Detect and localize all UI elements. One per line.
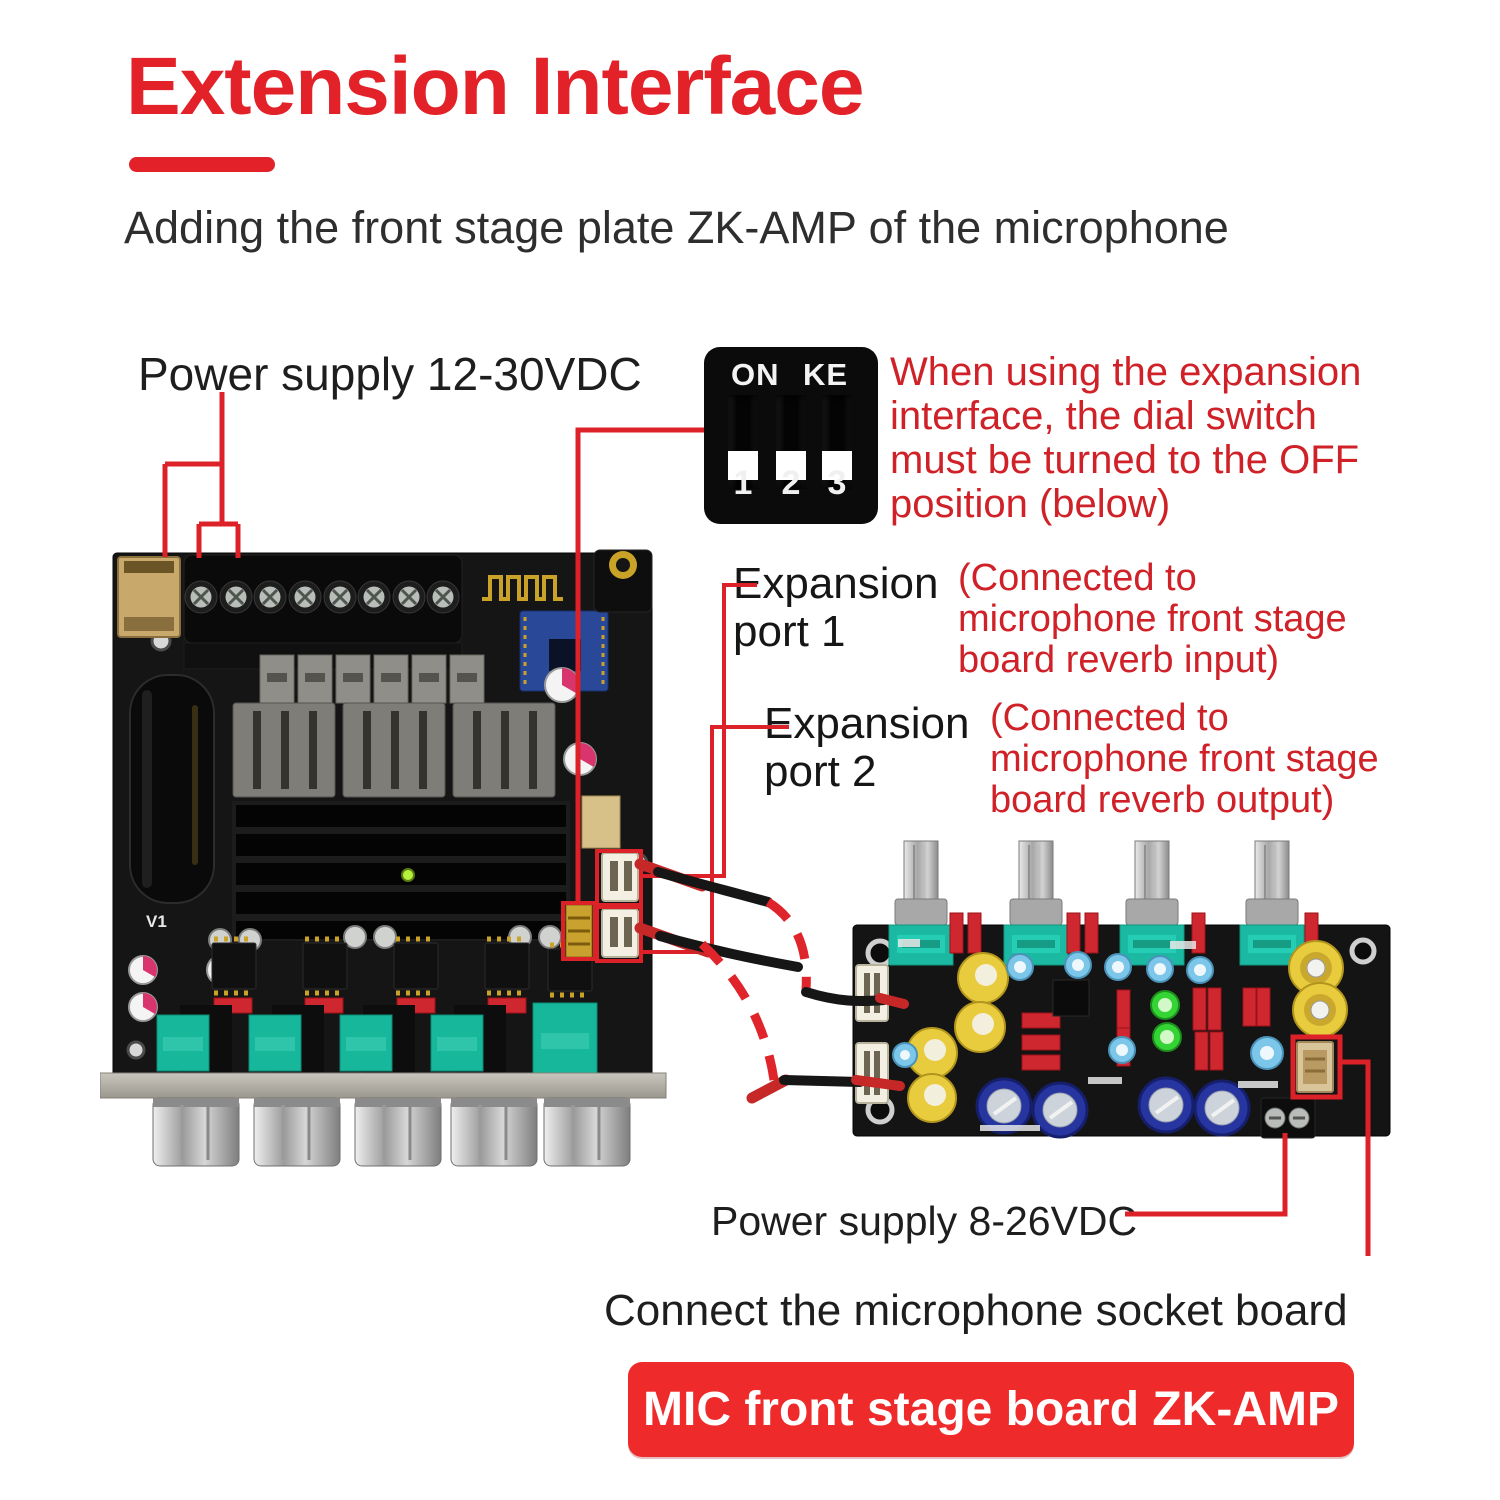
reverb-input-connector [855, 964, 889, 1022]
expansion-port-1-label-line: Expansion [733, 559, 939, 608]
expansion-port-2-label-line: Expansion [764, 699, 970, 748]
dip-on-label: ON [731, 357, 780, 392]
inductor-blocks [232, 702, 556, 798]
expansion-port-2-note-line: board reverb output) [990, 779, 1335, 821]
opamp-ic-row [211, 936, 593, 998]
dip-note-line: When using the expansion [890, 350, 1362, 394]
dip-note: When using the expansion interface, the … [890, 350, 1361, 526]
connection-arc-2 [698, 940, 779, 1081]
mount-hole [126, 1040, 146, 1060]
amplifier-board: V1 [100, 549, 667, 1167]
yellow-capacitors [906, 952, 1009, 1123]
relay-component [581, 795, 621, 849]
expansion-port-1-note: (Connected to microphone front stage boa… [958, 558, 1347, 681]
expansion-header [565, 904, 593, 958]
dsp-chip [1052, 979, 1090, 1017]
dip-note-line: interface, the dial switch [890, 394, 1317, 438]
dip-handle-2 [776, 451, 806, 480]
banner: MIC front stage board ZK-AMP [628, 1362, 1354, 1457]
expansion-port-2-note-line: (Connected to [990, 697, 1229, 739]
expansion-port-1-connector [601, 852, 639, 902]
expansion-port-2-note-line: microphone front stage [990, 738, 1379, 780]
dip-switch: ON KE 1 2 3 [704, 347, 878, 524]
expansion-port-2-connector [601, 908, 639, 958]
mic-socket-connector [1296, 1041, 1334, 1093]
dip-ke-label: KE [803, 357, 849, 392]
dip-note-line: must be turned to the OFF [890, 438, 1360, 482]
silkscreen-marks [898, 939, 1278, 1131]
expansion-port-2-note: (Connected to microphone front stage boa… [990, 698, 1379, 821]
rca-jacks [1288, 940, 1348, 1038]
mount-hole [865, 938, 895, 968]
connection-arc-1 [765, 898, 811, 991]
dip-handle-1 [728, 451, 758, 480]
mosfet-row [259, 654, 485, 704]
expansion-port-1-note-line: board reverb input) [958, 639, 1280, 681]
aux-audio-jack [593, 549, 653, 613]
power-terminal [1260, 1097, 1316, 1139]
dip-number-2: 2 [781, 464, 801, 502]
antenna-trace [482, 575, 563, 601]
mount-hole [1349, 937, 1377, 965]
expansion-port-2-label-line: port 2 [764, 747, 877, 796]
volume-knobs [152, 1097, 631, 1167]
filter-capacitor [129, 674, 215, 904]
blue-capacitors-small [892, 951, 1284, 1070]
panel-bracket [100, 1072, 667, 1099]
expansion-port-1-note-line: (Connected to [958, 557, 1197, 599]
potentiometer-row [156, 1002, 598, 1078]
connect-socket-label: Connect the microphone socket board [604, 1286, 1348, 1335]
expansion-port-1-note-line: microphone front stage [958, 598, 1347, 640]
page-title: Extension Interface [126, 41, 864, 132]
power-supply-main-label: Power supply 12-30VDC [138, 348, 642, 400]
status-led [401, 868, 415, 882]
dip-slot-2 [776, 395, 806, 489]
power-supply-front-label: Power supply 8-26VDC [711, 1198, 1138, 1244]
title-underline [129, 157, 275, 172]
blue-capacitors-large [975, 1076, 1251, 1139]
expansion-port-1-label-line: port 1 [733, 607, 846, 656]
dip-number-3: 3 [827, 464, 847, 502]
banner-text: MIC front stage board ZK-AMP [643, 1383, 1339, 1436]
dip-slot-3 [822, 395, 852, 489]
dip-note-line: position (below) [890, 482, 1171, 526]
silkscreen-v1: V1 [146, 912, 167, 931]
reverb-output-connector [855, 1042, 889, 1104]
dip-handle-3 [822, 451, 852, 480]
green-leds [1150, 990, 1182, 1052]
front-stage-board [852, 840, 1391, 1139]
expansion-port-1-label: Expansion port 1 [733, 560, 938, 656]
dip-number-1: 1 [733, 464, 753, 502]
terminal-screws [184, 580, 460, 614]
subtitle: Adding the front stage plate ZK-AMP of t… [124, 202, 1229, 253]
speaker-terminal-block [183, 554, 463, 670]
power-main-leader-line [162, 392, 241, 558]
heatsink [232, 801, 570, 941]
dc-power-jack [117, 556, 181, 638]
expansion-port-2-label: Expansion port 2 [764, 700, 969, 796]
dip-slot-1 [728, 395, 758, 489]
